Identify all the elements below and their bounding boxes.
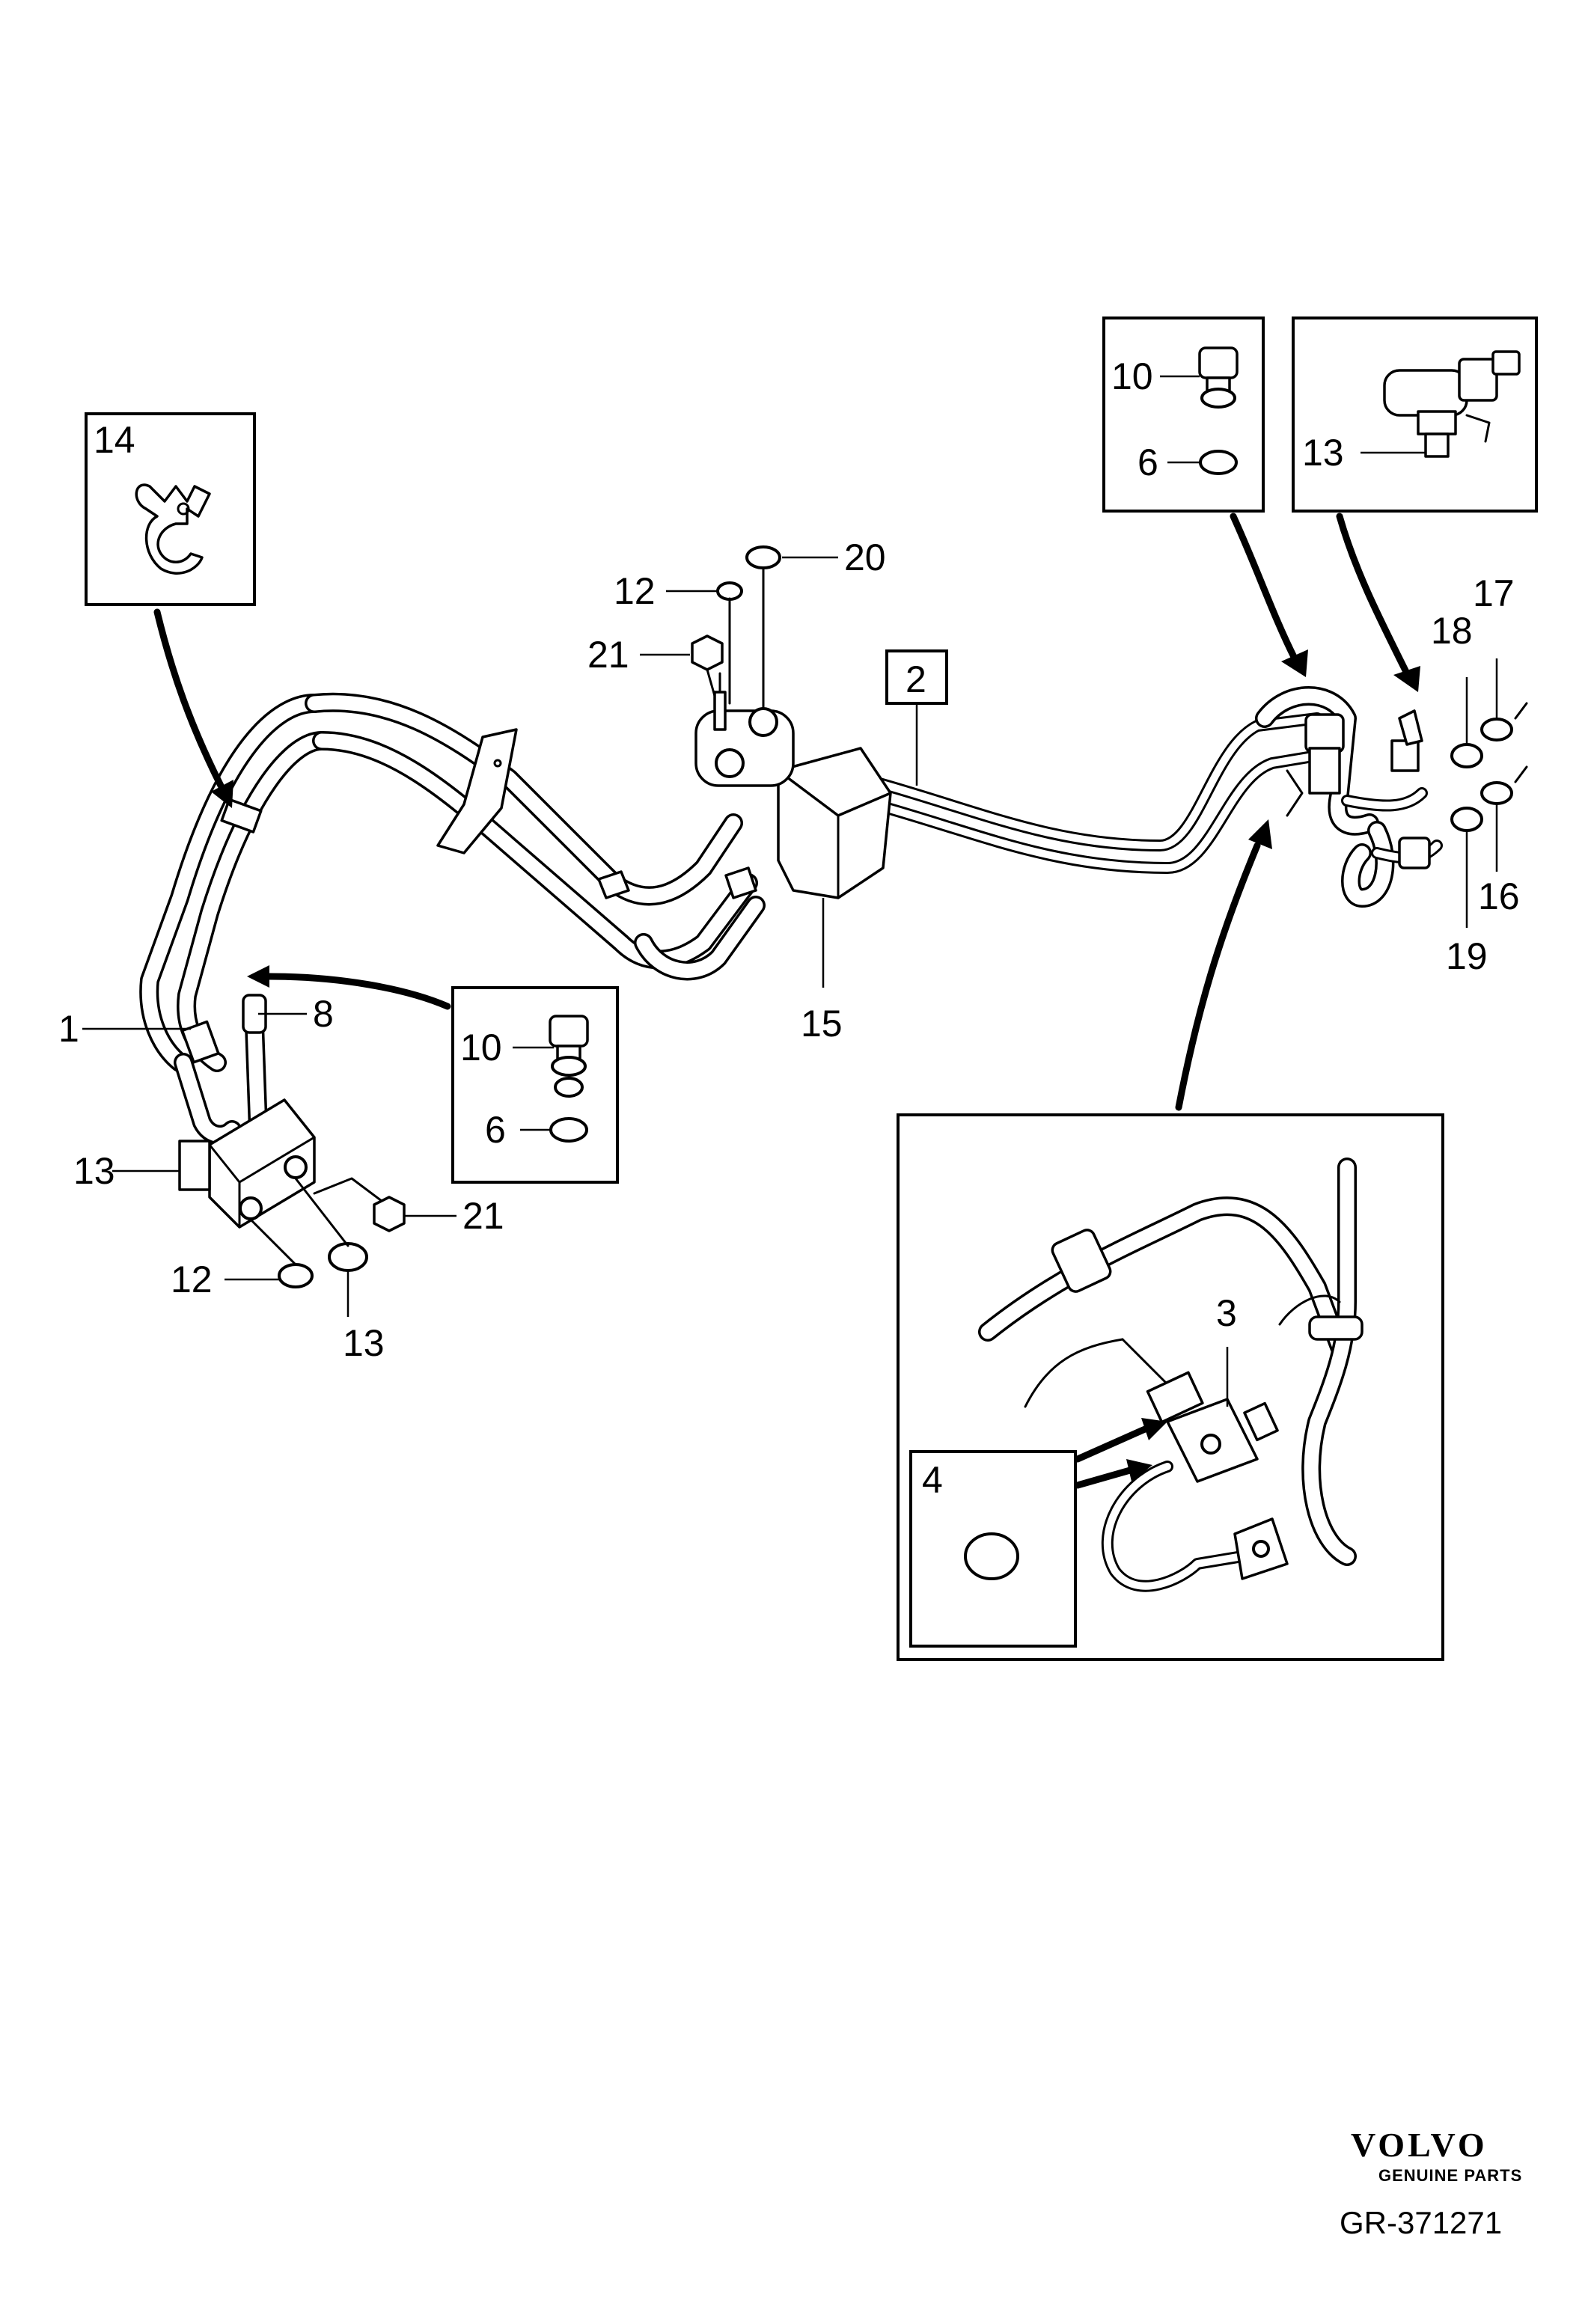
o-ring-18 <box>1450 743 1483 768</box>
callout-17: 17 <box>1473 572 1515 614</box>
clip-14-icon <box>135 483 211 575</box>
callout-13-bottom: 13 <box>343 1322 385 1364</box>
o-ring-13-bottom <box>328 1242 368 1272</box>
detail-box-2 <box>885 649 948 705</box>
plug-10-top <box>1198 346 1239 379</box>
o-ring-19 <box>1450 807 1483 832</box>
detail-box-10-6-left <box>451 986 619 1184</box>
nut-21-top <box>691 634 724 671</box>
callout-6-left: 6 <box>485 1109 506 1151</box>
branding: VOLVO GENUINE PARTS GR-371271 <box>1340 2126 1522 2240</box>
plug-10-left <box>549 1015 589 1048</box>
callout-13-sensor: 13 <box>1302 432 1344 474</box>
callout-4: 4 <box>922 1459 943 1501</box>
callout-10-top: 10 <box>1111 355 1153 397</box>
o-ring-12-top <box>716 581 743 601</box>
o-ring-4 <box>964 1532 1019 1580</box>
callout-leaders <box>82 556 1498 1317</box>
right-fitting <box>1286 709 1431 869</box>
callout-8: 8 <box>313 993 334 1035</box>
diagram-reference: GR-371271 <box>1340 2205 1502 2240</box>
o-ring-6-top <box>1199 450 1238 475</box>
callout-21-bottom: 21 <box>462 1195 504 1237</box>
callout-13-left: 13 <box>73 1150 115 1192</box>
callout-2: 2 <box>906 658 926 700</box>
callout-1: 1 <box>58 1008 79 1050</box>
callout-12-top: 12 <box>614 570 656 612</box>
callout-21-top: 21 <box>587 634 629 676</box>
detail-box-10-6-top <box>1102 317 1265 513</box>
o-ring-16 <box>1480 781 1513 805</box>
callout-15: 15 <box>801 1003 843 1045</box>
oil-cooler <box>178 994 316 1229</box>
nut-21-bottom <box>373 1196 406 1232</box>
pointer-arrows <box>153 513 1420 1489</box>
o-ring-17 <box>1480 718 1513 741</box>
o-ring-20 <box>745 545 781 569</box>
callout-19: 19 <box>1446 935 1488 977</box>
accumulator-block <box>694 672 892 899</box>
valve-detail <box>978 1158 1364 1592</box>
pressure-sensor-icon <box>1383 350 1521 458</box>
o-ring-12-bottom <box>278 1263 314 1288</box>
callout-12-bottom: 12 <box>171 1259 213 1300</box>
callout-10-left: 10 <box>460 1027 502 1068</box>
callout-20: 20 <box>844 536 886 578</box>
genuine-parts-text: GENUINE PARTS <box>1378 2166 1522 2185</box>
callout-6-top: 6 <box>1137 441 1158 483</box>
callout-16: 16 <box>1478 875 1520 917</box>
callout-labels: 14 10 6 13 20 12 21 2 17 18 16 19 15 1 8… <box>58 355 1520 1501</box>
callout-3: 3 <box>1216 1292 1237 1334</box>
o-ring-6-left <box>549 1117 588 1143</box>
volvo-logo: VOLVO <box>1351 2126 1488 2164</box>
callout-14: 14 <box>94 419 135 461</box>
callout-18: 18 <box>1431 610 1473 652</box>
